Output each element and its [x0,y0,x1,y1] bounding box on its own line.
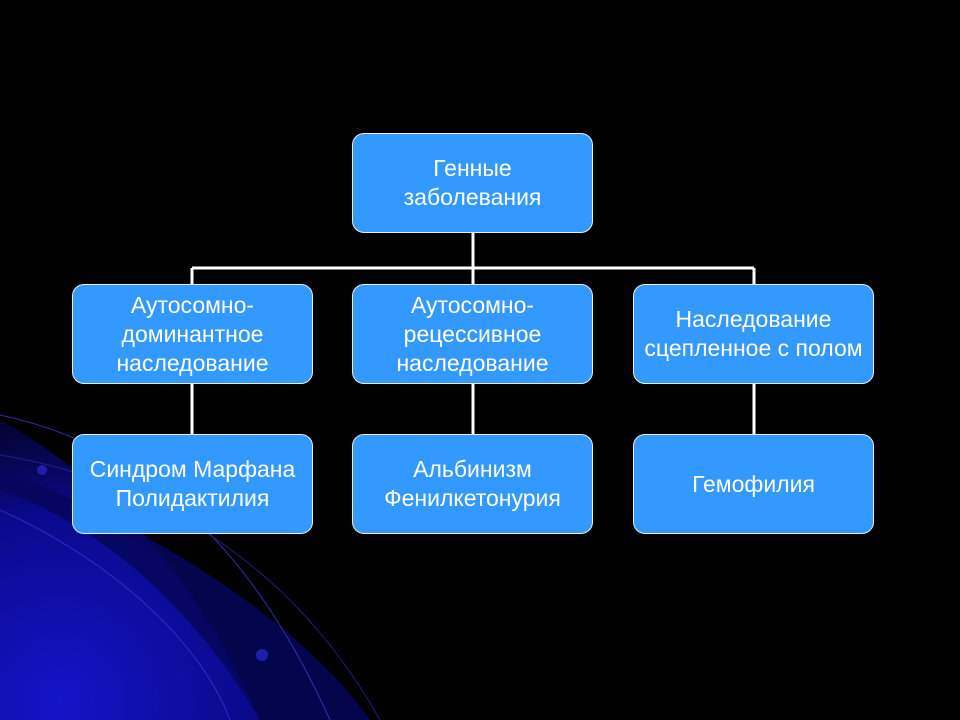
node-sex-linked: Наследование сцепленное с полом [633,284,874,384]
node-recessive-diseases: Альбинизм Фенилкетонурия [352,434,593,534]
node-sex-linked-diseases: Гемофилия [633,434,874,534]
node-autosomal-dominant: Аутосомно- доминантное наследование [72,284,313,384]
node-autosomal-recessive: Аутосомно- рецессивное наследование [352,284,593,384]
decor-dot [37,465,47,475]
arc-line [0,454,381,720]
decor-dot [256,649,268,661]
blue-swoosh-shape [0,420,260,720]
node-dominant-diseases: Синдром Марфана Полидактилия [72,434,313,534]
arc-line [0,509,231,720]
node-genetic-diseases: Генные заболевания [352,133,593,233]
